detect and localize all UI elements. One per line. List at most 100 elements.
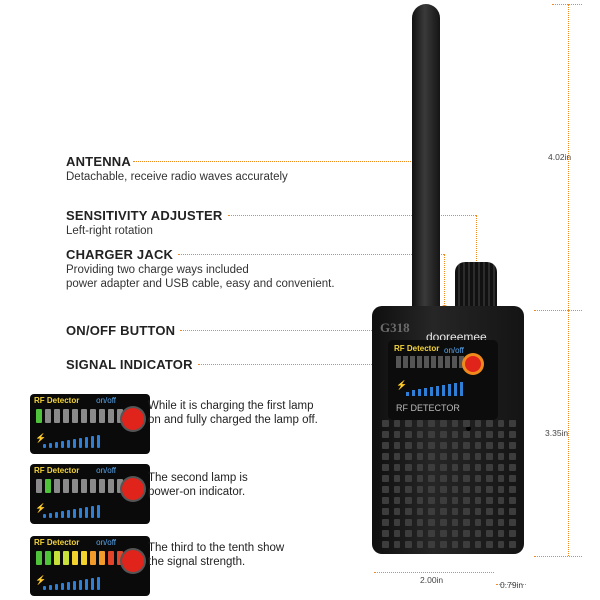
grill-hole — [439, 508, 447, 515]
grill-hole — [428, 486, 435, 493]
power-button[interactable] — [465, 356, 481, 372]
grill-hole — [509, 442, 516, 449]
grill-hole — [416, 508, 424, 515]
grill-hole — [509, 541, 516, 548]
card-button — [122, 550, 144, 572]
grill-hole — [405, 475, 412, 482]
grill-hole — [486, 464, 493, 471]
panel-bars — [406, 382, 463, 396]
panel-bolt-icon: ⚡ — [396, 380, 408, 390]
grill-hole — [451, 541, 459, 548]
grill-hole — [486, 453, 493, 460]
grill-hole — [393, 530, 401, 537]
speaker-grill — [382, 420, 516, 548]
grill-hole — [382, 508, 389, 515]
card-rf-label: RF Detector — [34, 466, 80, 475]
grill-hole — [393, 508, 401, 515]
grill-hole — [416, 453, 424, 460]
grill-hole — [486, 420, 493, 427]
card-button — [122, 478, 144, 500]
card-3-text-1: The third to the tenth show — [148, 542, 285, 554]
signal-bar — [85, 437, 88, 448]
grill-hole — [393, 475, 401, 482]
grill-hole — [497, 497, 505, 504]
grill-hole — [463, 530, 470, 537]
bolt-icon: ⚡ — [35, 503, 47, 513]
grill-hole — [439, 464, 447, 471]
lamp — [90, 479, 96, 493]
grill-hole — [428, 541, 435, 548]
grill-hole — [474, 497, 482, 504]
grill-hole — [509, 508, 516, 515]
grill-hole — [428, 431, 435, 438]
signal-bar — [73, 581, 76, 590]
lamp — [72, 551, 78, 565]
grill-hole — [509, 530, 516, 537]
grill-hole — [405, 420, 412, 427]
signal-bar — [91, 436, 94, 448]
grill-hole — [474, 420, 482, 427]
grill-hole — [428, 442, 435, 449]
grill-hole — [439, 475, 447, 482]
signal-bar — [61, 583, 64, 590]
bolt-icon: ⚡ — [35, 433, 47, 443]
model-label: G318 — [380, 320, 410, 335]
indicator-panel: RF Detector on/off ⚡ RF DETECTOR — [388, 340, 498, 420]
lamp — [117, 551, 123, 565]
grill-hole — [486, 442, 493, 449]
lamp — [54, 409, 60, 423]
grill-hole — [451, 431, 459, 438]
indicator-card-3: RF Detector on/off ⚡ — [30, 536, 150, 596]
grill-hole — [474, 442, 482, 449]
lamp — [63, 479, 69, 493]
lamp — [54, 479, 60, 493]
grill-hole — [497, 486, 505, 493]
grill-hole — [416, 519, 424, 526]
sensitivity-desc: Left-right rotation — [66, 225, 153, 237]
sensitivity-leader-v — [476, 215, 477, 283]
dim-width: 2.00in — [420, 575, 444, 585]
antenna-desc: Detachable, receive radio waves accurate… — [66, 171, 288, 183]
grill-hole — [439, 442, 447, 449]
grill-hole — [463, 519, 470, 526]
bolt-icon: ⚡ — [35, 575, 47, 585]
grill-hole — [451, 453, 459, 460]
card-lamps — [36, 551, 123, 565]
signal-bar — [73, 439, 76, 448]
lamp — [36, 409, 42, 423]
grill-hole — [497, 530, 505, 537]
indicator-card-2: RF Detector on/off ⚡ — [30, 464, 150, 524]
grill-hole — [497, 453, 505, 460]
signal-bar — [43, 514, 46, 518]
card-bars — [43, 435, 100, 448]
card-rf-label: RF Detector — [34, 538, 80, 547]
signal-bar — [43, 444, 46, 448]
charger-desc-2: power adapter and USB cable, easy and co… — [66, 278, 335, 290]
grill-hole — [497, 442, 505, 449]
grill-hole — [463, 431, 470, 438]
signal-bar — [97, 577, 100, 590]
grill-hole — [463, 453, 470, 460]
card-button — [122, 408, 144, 430]
grill-hole — [382, 475, 389, 482]
lamp — [45, 409, 51, 423]
signal-bar — [49, 443, 52, 448]
signal-bar — [61, 441, 64, 448]
dim-width-line — [374, 572, 494, 573]
dim-depth-line — [496, 584, 526, 585]
grill-hole — [451, 475, 459, 482]
grill-hole — [474, 453, 482, 460]
panel-onoff-label: on/off — [444, 346, 464, 355]
grill-hole — [405, 431, 412, 438]
grill-hole — [405, 519, 412, 526]
lamp — [45, 479, 51, 493]
signal-bar — [61, 511, 64, 518]
sensitivity-title: SENSITIVITY ADJUSTER — [66, 208, 223, 223]
grill-hole — [497, 541, 505, 548]
grill-hole — [439, 486, 447, 493]
panel-bottom-label: RF DETECTOR — [396, 403, 460, 413]
signal-bar — [79, 508, 82, 518]
sensitivity-knob[interactable] — [455, 262, 497, 312]
grill-hole — [439, 453, 447, 460]
lamp — [72, 409, 78, 423]
